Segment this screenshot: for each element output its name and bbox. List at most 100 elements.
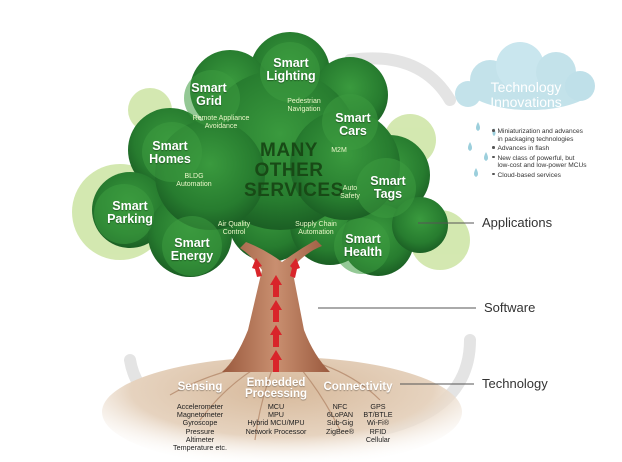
leaf-small-line: Pedestrian: [287, 98, 321, 105]
sensing-item: Pressure: [185, 426, 215, 436]
sensing-item: Temperature etc.: [173, 443, 227, 453]
leaf-smart-homes: Smart Homes: [146, 140, 194, 166]
technology-label: Technology: [482, 376, 548, 391]
leaf-auto-safety: Auto Safety: [330, 185, 370, 201]
connectivity-item: RFID: [369, 426, 387, 436]
leaf-label-line: Parking: [107, 212, 153, 226]
innovations-cloud: [455, 42, 595, 110]
leaf-smart-grid: Smart Grid: [186, 82, 232, 108]
leaf-bldg-automation: BLDG Automation: [166, 173, 222, 189]
embedded-title-line: Processing: [245, 388, 307, 400]
leaf-smart-cars: Smart Cars: [330, 112, 376, 138]
embedded-item: Hybrid MCU/MPU: [247, 418, 305, 428]
leaf-remote-appliance-avoidance: Remote Appliance Avoidance: [186, 115, 256, 131]
embedded-item: MCU: [267, 402, 285, 411]
leaf-smart-tags: Smart Tags: [366, 175, 410, 201]
leaf-cells: [94, 42, 416, 276]
leaf-label-line: Smart: [152, 139, 188, 153]
center-line-3: SERVICES: [244, 180, 344, 201]
leaf-small-line: Automation: [176, 181, 212, 188]
leaf-small-line: Automation: [298, 229, 334, 236]
leaf-label-line: Tags: [373, 187, 403, 201]
leaf-small-line: Air Quality: [217, 221, 251, 228]
leaf-label-line: Smart: [174, 236, 210, 250]
leaf-small-line: Navigation: [287, 106, 321, 113]
embedded-item: Network Processor: [245, 426, 307, 436]
sensing-item: Altimeter: [185, 434, 215, 444]
leaf-pedestrian-navigation: Pedestrian Navigation: [276, 98, 332, 114]
leaf-label-line: Grid: [196, 94, 222, 108]
leaf-smart-lighting: Smart Lighting: [266, 57, 316, 83]
software-label: Software: [484, 300, 536, 315]
connectivity-item: GPS: [370, 402, 386, 411]
leaf-label-line: Lighting: [266, 69, 316, 83]
leaf-small-line: Safety: [340, 193, 360, 200]
bullet-text: Advances in flash: [497, 145, 550, 153]
innovations-title-line: Innovations: [490, 94, 562, 110]
bullet-text: low-cost and low-power MCUs: [497, 162, 587, 170]
leaf-small-line: Avoidance: [204, 123, 238, 130]
bullet-text: in packaging technologies: [497, 135, 574, 143]
connectivity-item: ZigBee®: [325, 426, 355, 436]
pointer-lines: [318, 222, 476, 385]
leaf-label-line: Homes: [149, 152, 191, 166]
sensing-title: Sensing: [168, 381, 232, 393]
leaf-label-line: Smart: [273, 56, 309, 70]
leaf-small-line: Auto: [342, 185, 358, 192]
connectivity-item: 6LoPAN: [326, 410, 354, 420]
center-line-2: OTHER: [254, 160, 324, 181]
center-line-1: MANY: [260, 140, 318, 161]
bullet-dot: [492, 155, 495, 159]
leaf-m2m: M2M: [324, 147, 354, 155]
innovations-bullets: Miniaturization and advances in packagin…: [492, 128, 618, 180]
connectivity-title-line: Connectivity: [323, 381, 393, 393]
growth-arrows: [252, 258, 300, 372]
connectivity-items-right: GPS BT/BTLE Wi-Fi® RFID Cellular: [360, 402, 396, 444]
innovation-bullet: Advances in flash: [492, 145, 618, 153]
sensing-item: Accelerometer: [176, 402, 224, 411]
technology-innovations-title: Technology Innovations: [476, 80, 576, 110]
sensing-item: Gyroscope: [182, 418, 218, 428]
many-other-services: MANY OTHER SERVICES: [244, 140, 344, 201]
sensing-title-line: Sensing: [177, 381, 223, 393]
leaf-smart-energy: Smart Energy: [168, 237, 216, 263]
connectivity-item: BT/BTLE: [363, 410, 393, 420]
bullet-dot: [492, 146, 495, 149]
applications-label: Applications: [482, 215, 553, 230]
leaf-smart-health: Smart Health: [340, 233, 386, 259]
leaf-label-line: Smart: [191, 81, 227, 95]
leaf-air-quality-control: Air Quality Control: [206, 221, 262, 237]
leaf-small-line: Control: [222, 229, 246, 236]
leaf-smart-parking: Smart Parking: [104, 200, 156, 226]
leaf-label-line: Smart: [370, 174, 406, 188]
embedded-title-line: Embedded: [246, 377, 306, 389]
innovation-bullet: Miniaturization and advances in packagin…: [492, 128, 618, 143]
sensing-items: Accelerometer Magnetometer Gyroscope Pre…: [160, 402, 240, 453]
embedded-processing-title: Embedded Processing: [240, 377, 312, 400]
connectivity-item: Sub-Gig: [326, 418, 354, 428]
bullet-text: Cloud-based services: [497, 171, 561, 179]
bullet-text: Miniaturization and advances: [497, 128, 583, 135]
leaf-supply-chain-automation: Supply Chain Automation: [284, 221, 348, 237]
leaf-label-line: Smart: [112, 199, 148, 213]
leaf-small-line: Remote Appliance: [192, 115, 250, 122]
leaf-small-line: Supply Chain: [295, 221, 337, 228]
connectivity-item: NFC: [332, 402, 348, 411]
bullet-dot: [492, 129, 495, 132]
innovation-bullet: New class of powerful, but low-cost and …: [492, 155, 618, 170]
connectivity-items-left: NFC 6LoPAN Sub-Gig ZigBee®: [322, 402, 358, 436]
connectivity-item: Wi-Fi®: [366, 418, 390, 428]
leaf-label-line: Health: [343, 245, 383, 259]
bullet-text: New class of powerful, but: [497, 154, 575, 162]
embedded-item: MPU: [268, 410, 284, 420]
leaf-label-line: Smart: [335, 111, 371, 125]
sensing-item: Magnetometer: [176, 410, 224, 420]
leaf-label-line: Energy: [170, 249, 214, 263]
leaf-label-line: Smart: [345, 232, 381, 246]
leaf-small-line: M2M: [331, 147, 347, 154]
connectivity-title: Connectivity: [318, 381, 398, 393]
leaf-label-line: Cars: [339, 124, 367, 138]
connectivity-item: Cellular: [365, 434, 391, 444]
